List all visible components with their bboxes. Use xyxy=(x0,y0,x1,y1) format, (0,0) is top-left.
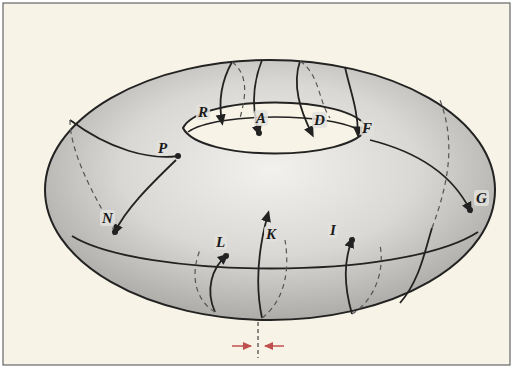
inner-rim xyxy=(188,117,362,132)
point-label: F xyxy=(360,120,374,136)
point-label: D xyxy=(312,112,327,128)
point-label: N xyxy=(100,210,115,226)
point-label: G xyxy=(474,190,489,206)
cut-arrow xyxy=(265,345,284,347)
cut-arrow xyxy=(232,345,251,347)
frame xyxy=(3,3,510,365)
curve-points xyxy=(112,130,473,259)
point-label: A xyxy=(254,110,268,126)
point-label: I xyxy=(328,222,338,238)
point-label: K xyxy=(264,226,278,242)
cut-line xyxy=(257,322,258,358)
torus-outline xyxy=(45,60,495,320)
torus-hole xyxy=(183,103,367,154)
point-label: P xyxy=(156,140,169,156)
point-label: L xyxy=(214,234,227,250)
point-label: R xyxy=(196,104,210,120)
hidden-curves xyxy=(70,61,449,318)
winding-curves xyxy=(70,60,470,318)
